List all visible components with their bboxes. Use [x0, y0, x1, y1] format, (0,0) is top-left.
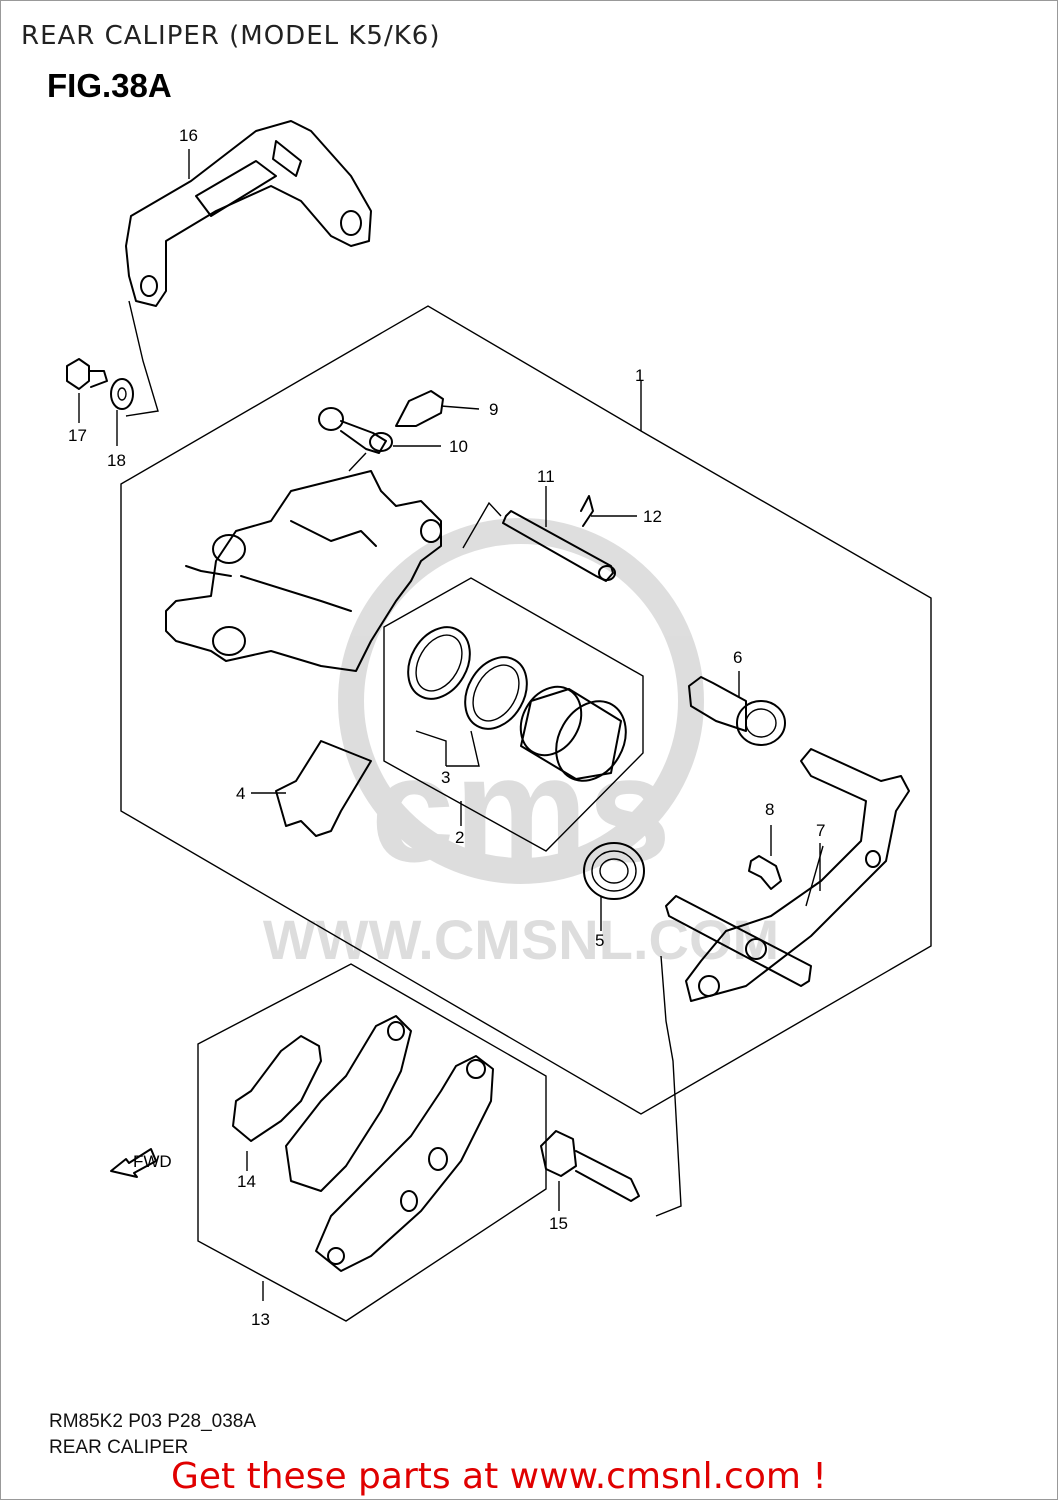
callout-14: 14 [237, 1172, 256, 1191]
diagram-code: RM85K2 P03 P28_038A [49, 1411, 257, 1432]
part-3-seals [407, 626, 528, 767]
part-4-pad-spring [251, 740, 372, 837]
part-15-mounting-bolt [540, 1130, 640, 1211]
part-8-retainer [748, 825, 782, 890]
callout-7: 7 [816, 821, 825, 840]
callout-9: 9 [489, 400, 498, 419]
callout-10: 10 [449, 437, 468, 456]
callout-15: 15 [549, 1214, 568, 1233]
callout-leaders [78, 149, 821, 891]
pads [262, 1015, 494, 1301]
callout-11: 11 [537, 467, 555, 486]
diagram-caption: REAR CALIPER [49, 1437, 189, 1458]
callout-2: 2 [455, 828, 464, 847]
forward-arrow-icon: FWD [110, 1148, 172, 1178]
callout-4: 4 [236, 784, 245, 803]
callout-numbers: 1 2 3 4 5 6 7 8 9 10 11 12 13 14 15 16 1… [68, 126, 825, 1329]
piston [519, 685, 627, 782]
part-17-bolt [66, 358, 108, 390]
callout-18: 18 [107, 451, 126, 470]
callout-12: 12 [643, 507, 662, 526]
watermark-logo: cms [371, 725, 671, 893]
part-11-pad-pin [462, 486, 616, 582]
callout-3: 3 [441, 768, 450, 787]
part-7-caliper-mount [655, 748, 910, 1217]
figure-number: FIG.38A [47, 67, 172, 104]
cta-link[interactable]: Get these parts at www.cmsnl.com ! [171, 1456, 827, 1497]
forward-label: FWD [133, 1152, 172, 1171]
callout-6: 6 [733, 648, 742, 667]
assembly-outline-1 [120, 305, 932, 1115]
seal-kit-outline-2 [383, 577, 644, 852]
caliper-body [165, 452, 442, 672]
callout-5: 5 [595, 931, 604, 950]
part-14-shim [232, 1035, 322, 1171]
pad-kit-outline-13 [197, 963, 547, 1322]
watermark-url: WWW.CMSNL.COM [263, 908, 779, 971]
part-6-slide-pin [688, 671, 786, 746]
part-10-bleeder-cap [318, 407, 441, 454]
part-12-clip [580, 495, 637, 527]
callout-1: 1 [635, 366, 644, 385]
watermark: cms WWW.CMSNL.COM [263, 518, 779, 971]
callout-13: 13 [251, 1310, 270, 1329]
part-16-caliper-bracket [125, 120, 372, 417]
callout-16: 16 [179, 126, 198, 145]
part-9-bleeder-screw [395, 390, 480, 427]
part-18-washer [110, 378, 134, 410]
callout-8: 8 [765, 800, 774, 819]
page-title: REAR CALIPER (MODEL K5/K6) [21, 21, 441, 51]
part-5-boot [583, 842, 645, 931]
callout-17: 17 [68, 426, 87, 445]
